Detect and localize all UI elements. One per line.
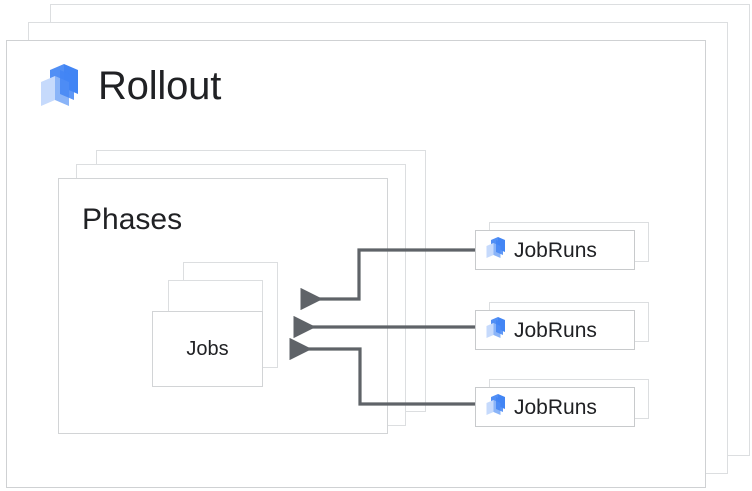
rollout-header: Rollout (38, 62, 221, 110)
jobruns-card-1[interactable]: JobRuns (475, 230, 635, 270)
jobs-title: Jobs (186, 337, 229, 360)
jobrun-icon (485, 316, 507, 345)
jobruns-label-3: JobRuns (514, 395, 597, 419)
jobruns-card-2[interactable]: JobRuns (475, 310, 635, 350)
jobrun-icon (485, 393, 507, 422)
rollout-icon (38, 62, 82, 110)
phases-title: Phases (82, 203, 183, 236)
jobrun-icon (485, 236, 507, 265)
rollout-title: Rollout (98, 64, 222, 108)
jobruns-label-1: JobRuns (514, 238, 597, 262)
jobruns-card-3[interactable]: JobRuns (475, 387, 635, 427)
jobs-card[interactable] (152, 311, 263, 387)
jobruns-label-2: JobRuns (514, 318, 597, 342)
